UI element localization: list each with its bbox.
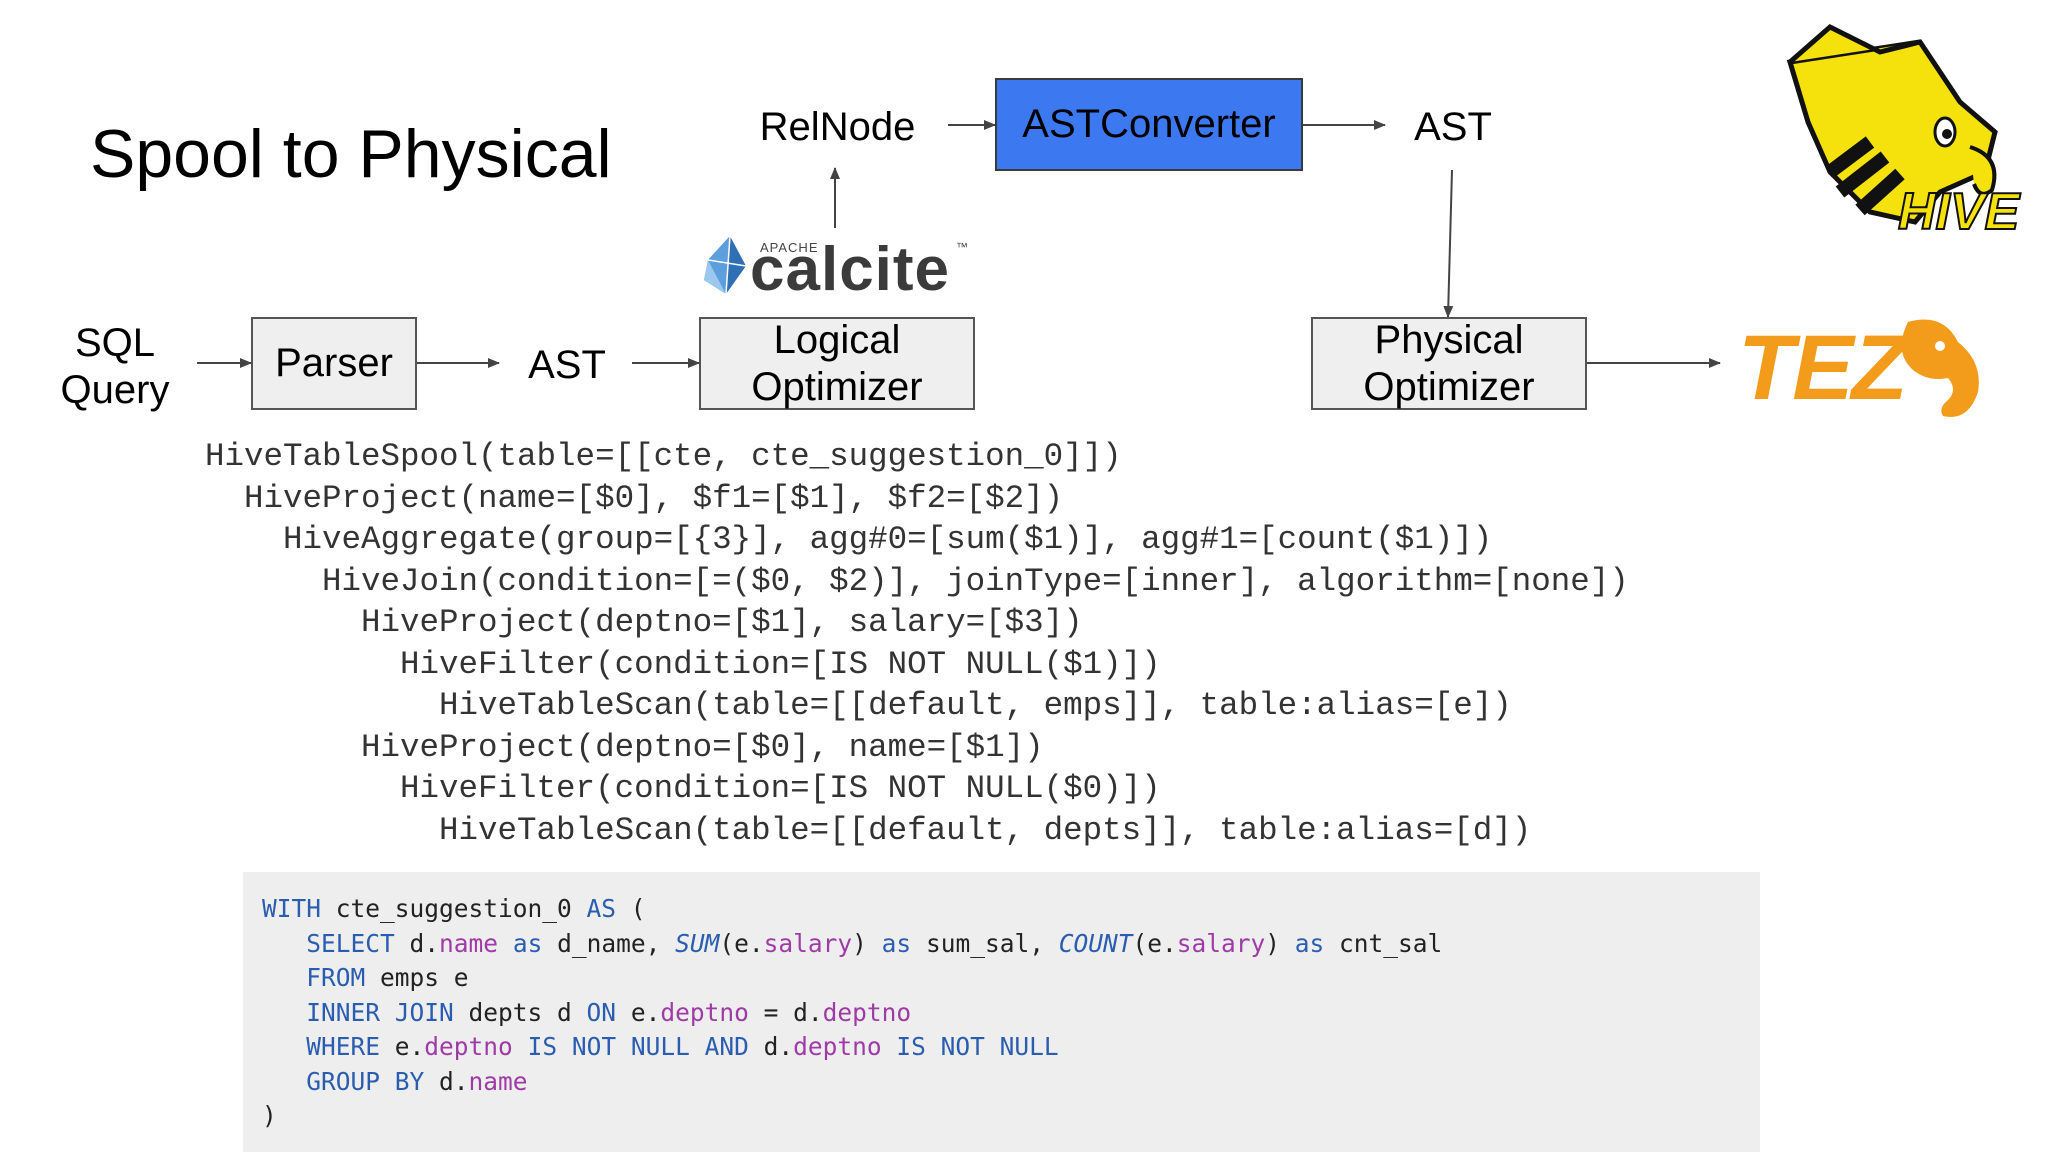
sql-text: [513, 1032, 528, 1061]
plan-line: HiveTableScan(table=[[default, depts]], …: [205, 811, 1532, 849]
slide-title: Spool to Physical: [90, 116, 612, 192]
sql-text: d.: [394, 928, 440, 958]
sql-text: (: [616, 894, 646, 923]
sql-text: [262, 1032, 306, 1061]
sql-token: IS NOT NULL AND: [527, 1032, 749, 1061]
sql-token: IS NOT NULL: [896, 1032, 1059, 1061]
sql-text: (e.: [1132, 928, 1177, 958]
sql-text: d_name,: [542, 928, 676, 958]
sql-token: as: [881, 928, 912, 958]
sql-text: = d.: [748, 997, 823, 1027]
sql-text: e.: [616, 997, 661, 1027]
sql-text: ): [852, 928, 882, 958]
sql-token: AS: [586, 894, 617, 923]
plan-line: HiveTableScan(table=[[default, emps]], t…: [205, 687, 1512, 724]
sql-token: ON: [586, 997, 617, 1027]
hive-plan: HiveTableSpool(table=[[cte, cte_suggesti…: [205, 436, 1629, 851]
sql-token: WHERE: [306, 1032, 381, 1061]
sql-query-label: SQL Query: [60, 321, 170, 412]
sql-token: WITH: [262, 894, 322, 923]
sql-token: deptno: [660, 997, 749, 1027]
sql-token: name: [468, 1066, 528, 1096]
sql-text: d.: [748, 1032, 794, 1061]
sql-text: ): [1265, 928, 1295, 958]
sql-token: COUNT: [1058, 928, 1133, 958]
physical-optimizer-label: Physical Optimizer: [1363, 317, 1535, 409]
hive-wordmark: HIVE: [1897, 182, 2020, 242]
sql-text: [262, 998, 306, 1027]
tez-logo: TEZ: [1738, 312, 1988, 432]
sql-code-panel: [243, 872, 1760, 1152]
sql-line: SELECT d.name as d_name, SUM(e.salary) a…: [262, 927, 1442, 962]
sql-text: [882, 1032, 897, 1061]
relnode-label: RelNode: [759, 105, 916, 149]
plan-line: HiveTableSpool(table=[[cte, cte_suggesti…: [205, 438, 1122, 475]
sql-token: GROUP BY: [306, 1066, 425, 1096]
sql-token: salary: [1176, 928, 1266, 958]
sql-token: name: [439, 928, 499, 958]
plan-line: HiveJoin(condition=[=($0, $2)], joinType…: [205, 562, 1629, 600]
sql-token: deptno: [822, 997, 912, 1027]
sql-text: cnt_sal: [1324, 928, 1443, 958]
ast-label-1: AST: [528, 343, 606, 387]
sql-line: WHERE e.deptno IS NOT NULL AND d.deptno …: [262, 1030, 1442, 1065]
sql-text: d.: [424, 1066, 469, 1096]
sql-text: emps e: [365, 963, 469, 992]
sql-text: sum_sal,: [911, 928, 1059, 958]
ast-label-2: AST: [1414, 105, 1492, 149]
sql-text: ): [262, 1101, 277, 1130]
sql-text: [262, 929, 306, 958]
calcite-logo: APACHE calcite ™: [700, 228, 980, 304]
sql-text: depts d: [453, 997, 587, 1027]
logical-optimizer-label: Logical Optimizer: [751, 317, 923, 409]
sql-text: e.: [380, 1032, 425, 1061]
plan-line: HiveProject(deptno=[$1], salary=[$3]): [205, 604, 1083, 641]
astconverter-box: ASTConverter: [995, 78, 1303, 171]
sql-line: WITH cte_suggestion_0 AS (: [262, 892, 1442, 927]
plan-line: HiveFilter(condition=[IS NOT NULL($0)]): [205, 770, 1161, 807]
sql-line: GROUP BY d.name: [262, 1065, 1442, 1100]
plan-line: HiveAggregate(group=[{3}], agg#0=[sum($1…: [205, 521, 1493, 558]
sql-line: ): [262, 1099, 1442, 1134]
sql-token: deptno: [793, 1032, 882, 1061]
sql-token: FROM: [306, 963, 366, 992]
sql-text: cte_suggestion_0: [321, 894, 587, 923]
sql-token: SUM: [675, 928, 720, 958]
sql-code: WITH cte_suggestion_0 AS ( SELECT d.name…: [262, 892, 1442, 1134]
sql-token: as: [512, 928, 543, 958]
logical-optimizer-box: Logical Optimizer: [699, 317, 975, 410]
sql-token: as: [1294, 928, 1325, 958]
astconverter-label: ASTConverter: [1022, 102, 1276, 146]
hive-logo: HIVE: [1770, 22, 2020, 244]
sql-line: FROM emps e: [262, 961, 1442, 996]
parser-label: Parser: [275, 341, 393, 385]
sql-line: INNER JOIN depts d ON e.deptno = d.deptn…: [262, 996, 1442, 1031]
tez-elephant-icon: [1901, 319, 1979, 417]
sql-text: [262, 963, 306, 992]
tez-wordmark: TEZ: [1738, 317, 1908, 419]
calcite-apache-text: APACHE: [760, 240, 819, 255]
calcite-crystal-icon: [704, 236, 747, 295]
sql-text: [498, 929, 513, 958]
plan-line: HiveProject(name=[$0], $f1=[$1], $f2=[$2…: [205, 479, 1064, 517]
sql-token: SELECT: [306, 928, 395, 958]
parser-box: Parser: [251, 317, 417, 410]
sql-token: INNER JOIN: [306, 997, 454, 1027]
sql-text: (e.: [719, 928, 764, 958]
plan-line: HiveFilter(condition=[IS NOT NULL($1)]): [205, 645, 1161, 683]
hive-bee-icon: [1786, 24, 1998, 225]
sql-token: deptno: [424, 1032, 513, 1061]
calcite-trademark: ™: [956, 240, 968, 254]
sql-text: [262, 1067, 306, 1096]
plan-line: HiveProject(deptno=[$0], name=[$1]): [205, 728, 1044, 766]
sql-token: salary: [763, 928, 853, 958]
arrow-ast-to-physical: [1443, 169, 1454, 318]
physical-optimizer-box: Physical Optimizer: [1311, 317, 1587, 410]
calcite-wordmark: calcite: [750, 235, 951, 304]
